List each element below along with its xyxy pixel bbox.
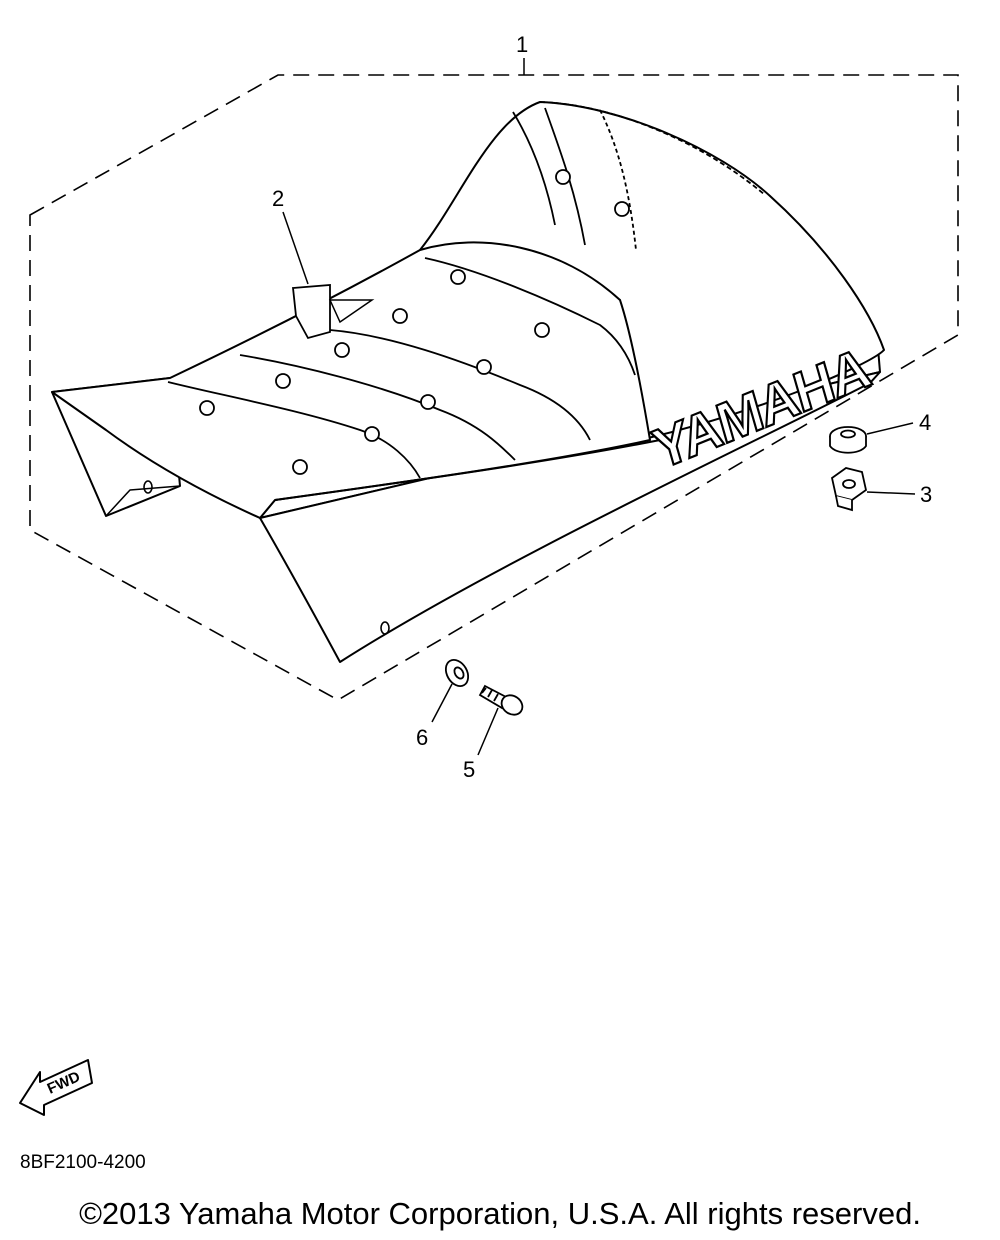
leader-lines: [282, 58, 916, 756]
part-grommet: [829, 426, 867, 454]
callout-3: 3: [920, 482, 932, 507]
callout-6: 6: [416, 725, 428, 750]
diagram-code: 8BF2100-4200: [20, 1152, 146, 1173]
callout-2: 2: [272, 186, 284, 211]
mount-hole-rear: [380, 621, 390, 635]
seat-assembly: [51, 101, 885, 663]
callout-5: 5: [463, 757, 475, 782]
part-bolt: [478, 684, 524, 716]
seat-side-panel: [259, 371, 881, 663]
callouts: 1 2 3 4 5 6: [272, 32, 932, 782]
part-nut: [830, 467, 868, 512]
fwd-arrow-icon: FWD: [19, 1059, 93, 1116]
assembly-boundary: [29, 74, 959, 701]
copyright-notice: ©2013 Yamaha Motor Corporation, U.S.A. A…: [79, 1196, 921, 1231]
part-washer: [444, 658, 470, 688]
seat-buttons: [199, 169, 630, 475]
mount-hole-front: [143, 480, 153, 494]
seat-backrest: [419, 101, 885, 441]
callout-4: 4: [919, 410, 931, 435]
seat-strap: [292, 284, 331, 340]
callout-1: 1: [516, 32, 528, 57]
